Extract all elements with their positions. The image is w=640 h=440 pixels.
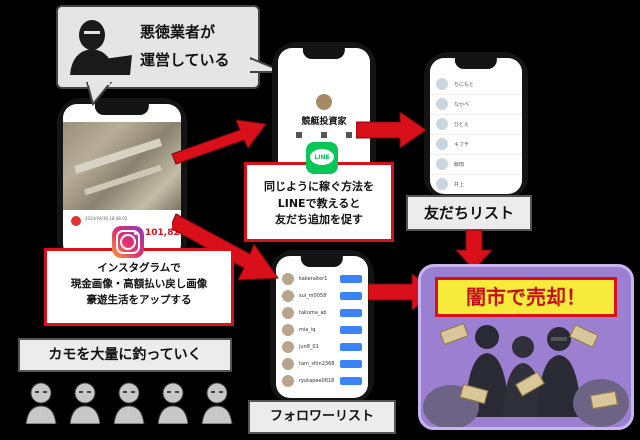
- operator-text-line1: 悪徳業者が: [140, 23, 216, 41]
- arrow-friends-to-market: [454, 230, 494, 270]
- line-profile-name: 競艇投資家: [301, 117, 347, 127]
- instagram-desc-line2: 現金画像・高額払い戻し画像: [70, 277, 208, 290]
- payout-amount: 101,820: [145, 228, 181, 238]
- victim-person-icon: [157, 382, 189, 424]
- victim-person-icon: [201, 382, 233, 424]
- follower-row: ryutapee0818: [276, 372, 368, 389]
- operator-speech-bubble: 悪徳業者が 運営している: [56, 5, 260, 89]
- friend-name: キフチ: [454, 141, 470, 148]
- speech-bubble-tail: [85, 82, 113, 106]
- arrow-instagram-to-line: [171, 119, 267, 165]
- profile-action-icon: [296, 132, 302, 138]
- profile-dot: [71, 216, 81, 226]
- friend-name: 井上: [454, 181, 465, 188]
- follower-row: sui_m0058: [276, 287, 368, 304]
- line-desc-line3: 友だち追加を促す: [275, 213, 363, 226]
- friends-list-label: 友だちリスト: [406, 195, 532, 231]
- friend-row: ひとえ: [430, 114, 522, 135]
- instagram-desc-line1: インスタグラムで: [97, 262, 181, 274]
- instagram-phone: 2024/08/30 18:48:02 101,820: [57, 98, 187, 264]
- map-screenshot: [63, 122, 181, 210]
- friend-row: なかべ: [430, 94, 522, 115]
- line-logo-icon: LINE: [306, 142, 338, 174]
- follower-name: takuma_ab: [299, 309, 327, 316]
- follower-row: mia_iq: [276, 321, 368, 338]
- friend-row: ちにもと: [430, 74, 522, 95]
- follower-name: jun8_01: [299, 343, 319, 350]
- follower-name: sui_m0058: [299, 292, 327, 299]
- profile-avatar: [316, 94, 332, 110]
- instagram-description-box: インスタグラムで 現金画像・高額払い戻し画像 豪遊生活をアップする: [44, 248, 234, 326]
- follower-list-label: フォロワーリスト: [248, 400, 396, 434]
- profile-action-icon: [346, 132, 352, 138]
- profile-action-icon: [321, 132, 327, 138]
- friend-name: ちにもと: [454, 81, 474, 88]
- victim-person-icon: [25, 382, 57, 424]
- arrow-line-to-friends: [356, 112, 427, 148]
- black-market-label: 闇市で売却！: [435, 277, 617, 317]
- hacker-icon: [70, 20, 132, 75]
- follower-row: tam_shin2368: [276, 355, 368, 372]
- friend-row: キフチ: [430, 134, 522, 155]
- black-market-panel: 闇市で売却！: [418, 264, 634, 430]
- victims-label: カモを大量に釣っていく: [18, 338, 232, 372]
- friend-row: 飯田: [430, 154, 522, 175]
- follower-name: kakeraiter1: [299, 275, 328, 282]
- friend-row: 井上: [430, 174, 522, 194]
- operator-text-line2: 運営している: [140, 51, 230, 69]
- friend-name: 飯田: [454, 161, 465, 168]
- post-date: 2024/08/30 18:48:02: [85, 216, 128, 221]
- follower-list-phone: kakeraiter1 sui_m0058 takuma_ab mia_iq j…: [270, 250, 374, 404]
- line-description-box: 同じように稼ぐ方法を LINEで教えると 友だち追加を促す: [244, 162, 394, 242]
- dark-figures-illustration: [423, 325, 629, 427]
- friends-list-phone: ちにもと なかべ ひとえ キフチ 飯田 井上: [424, 52, 528, 200]
- follower-name: ryutapee0818: [299, 377, 335, 384]
- line-desc-line1: 同じように稼ぐ方法を: [264, 180, 374, 193]
- instagram-logo-icon: [112, 226, 144, 258]
- follower-row: takuma_ab: [276, 304, 368, 321]
- instagram-desc-line3: 豪遊生活をアップする: [86, 293, 192, 306]
- victim-person-icon: [69, 382, 101, 424]
- line-desc-line2: LINEで教えると: [277, 196, 361, 210]
- arrow-instagram-to-followers: [172, 213, 279, 281]
- follower-row: kakeraiter1: [276, 270, 368, 287]
- follower-name: mia_iq: [299, 326, 316, 333]
- friend-name: なかべ: [454, 101, 470, 108]
- follower-name: tam_shin2368: [299, 360, 335, 367]
- victim-person-icon: [113, 382, 145, 424]
- friend-name: ひとえ: [454, 121, 469, 128]
- follower-row: jun8_01: [276, 338, 368, 355]
